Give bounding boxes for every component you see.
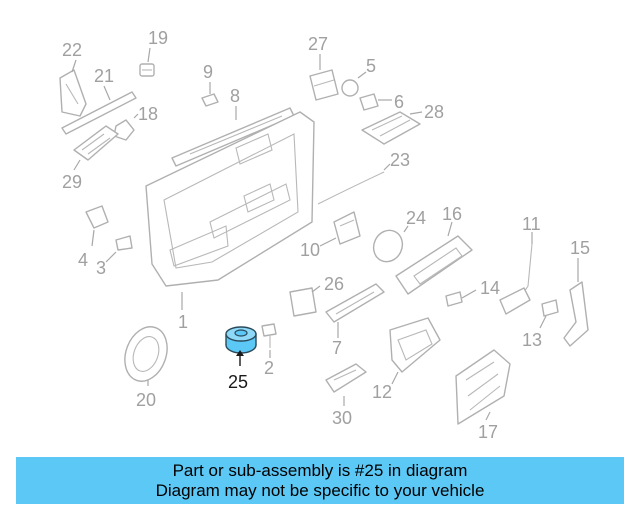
callout-9: 9 — [203, 62, 213, 82]
part-2-screw — [261, 323, 277, 358]
part-6-switch — [359, 93, 392, 111]
part-30-handle-bezel — [325, 363, 367, 406]
callout-3: 3 — [96, 258, 106, 278]
callout-7: 7 — [332, 338, 342, 358]
part-7-pull-handle — [325, 283, 385, 338]
callout-28: 28 — [424, 102, 444, 122]
callout-29: 29 — [62, 172, 82, 192]
callout-15: 15 — [570, 238, 590, 258]
callout-2: 2 — [264, 358, 274, 378]
callout-26: 26 — [324, 274, 344, 294]
callout-10: 10 — [300, 240, 320, 260]
callout-14: 14 — [480, 278, 500, 298]
callout-5: 5 — [366, 56, 376, 76]
callout-11: 11 — [522, 214, 541, 234]
part-20-speaker-ring — [124, 326, 168, 386]
part-28-window-switch — [361, 111, 423, 145]
part-3-fastener — [105, 235, 133, 263]
callout-18: 18 — [138, 104, 158, 124]
part-14-clip — [445, 289, 477, 307]
part-9-clip — [201, 82, 219, 107]
info-banner: Part or sub-assembly is #25 in diagram D… — [16, 457, 624, 504]
part-4-clip — [85, 205, 109, 247]
callout-4: 4 — [78, 250, 88, 270]
banner-line-part-number: Part or sub-assembly is #25 in diagram — [172, 461, 468, 480]
callout-22: 22 — [62, 40, 82, 60]
part-8-armrest-strip — [171, 106, 295, 167]
callout-30: 30 — [332, 408, 352, 428]
banner-line-disclaimer: Diagram may not be specific to your vehi… — [155, 481, 485, 500]
part-24-round-cover — [372, 225, 409, 263]
part-1-door-trim-panel — [145, 111, 315, 310]
callout-1: 1 — [178, 312, 188, 332]
callout-27: 27 — [308, 34, 328, 54]
part-15-trim — [563, 258, 589, 347]
callout-19: 19 — [148, 28, 168, 48]
part-29-switch-bezel — [73, 125, 119, 171]
callout-13: 13 — [522, 330, 542, 350]
part-16-switch-panel — [395, 221, 473, 295]
callout-23: 23 — [390, 150, 410, 170]
part-21-belt-molding — [61, 85, 137, 135]
part-23-wire-harness — [317, 163, 391, 205]
part-27-mirror-switch — [309, 54, 339, 101]
callout-6: 6 — [394, 92, 404, 112]
part-25-grommet-highlighted — [225, 326, 257, 366]
part-18-lock-knob — [113, 113, 139, 141]
callout-17: 17 — [478, 422, 498, 442]
part-26-switch — [289, 285, 321, 317]
callout-21: 21 — [94, 66, 114, 86]
callout-12: 12 — [372, 382, 392, 402]
callout-8: 8 — [230, 86, 240, 106]
part-12-pocket — [389, 317, 441, 385]
part-5-switch — [341, 71, 367, 97]
callout-25-highlighted: 25 — [228, 372, 248, 392]
part-19-clip — [139, 47, 155, 77]
callout-24: 24 — [406, 208, 426, 228]
part-22-corner-trim — [59, 59, 87, 117]
part-10-bracket — [319, 211, 361, 247]
part-17-lower-trim — [455, 349, 511, 425]
callout-16: 16 — [442, 204, 462, 224]
part-13-switch — [539, 299, 559, 329]
part-11-housing — [499, 287, 531, 315]
callout-20: 20 — [136, 390, 156, 410]
